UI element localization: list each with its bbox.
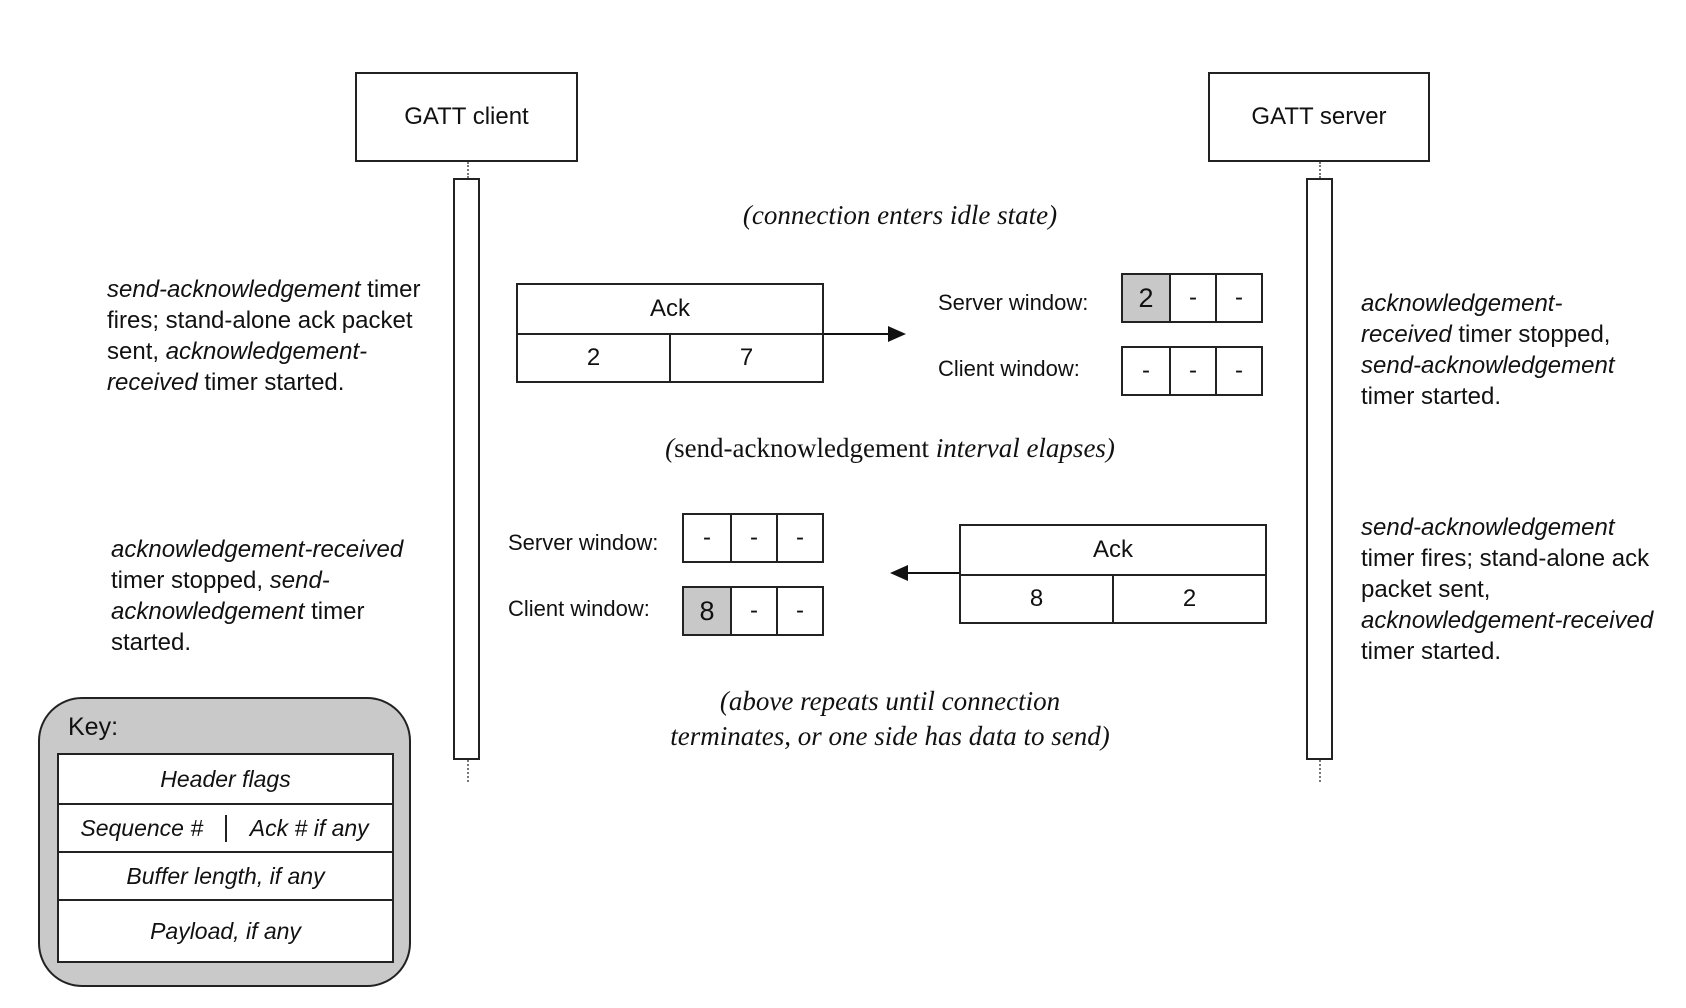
window-cell: - xyxy=(1142,357,1150,384)
key-legend: Key: Header flags Sequence # Ack # if an… xyxy=(38,697,411,987)
key-buffer-length: Buffer length, if any xyxy=(59,851,392,899)
client-window-2: 8 - - xyxy=(682,586,824,636)
client-window-1: - - - xyxy=(1121,346,1263,396)
phase-interval-elapses: (send-acknowledgement interval elapses) xyxy=(665,433,1115,463)
arrow-to-client-line xyxy=(906,572,959,574)
gatt-client-label: GATT client xyxy=(404,103,529,130)
key-ack: Ack # if any xyxy=(224,814,393,842)
server-lifeline-dots-top xyxy=(1319,162,1321,178)
window-cell: - xyxy=(776,515,822,561)
ack-packet-server-to-client: Ack 8 2 xyxy=(959,524,1267,624)
server-note-1: acknowledgement-received timer stopped, … xyxy=(1361,290,1615,410)
client-note-2: acknowledgement-received timer stopped, … xyxy=(111,536,404,656)
server-window-label: Server window: xyxy=(938,290,1089,315)
packet-sequence: 8 xyxy=(1029,585,1044,612)
arrow-to-client-head xyxy=(890,565,908,581)
window-cell: - xyxy=(1215,348,1261,394)
window-cell: - xyxy=(1169,275,1215,321)
gatt-server-actor: GATT server xyxy=(1208,72,1430,162)
server-note-2: send-acknowledgement timer fires; stand-… xyxy=(1361,514,1654,665)
server-lifeline-dots-bottom xyxy=(1319,760,1321,782)
gatt-client-actor: GATT client xyxy=(355,72,578,162)
phase-repeats: (above repeats until connection terminat… xyxy=(670,686,1110,751)
client-window-label: Client window: xyxy=(938,356,1080,381)
window-cell: - xyxy=(1215,275,1261,321)
client-window-label: Client window: xyxy=(508,596,650,621)
ack-packet-client-to-server: Ack 2 7 xyxy=(516,283,824,383)
server-lifeline xyxy=(1306,178,1333,760)
gatt-server-label: GATT server xyxy=(1251,103,1387,130)
arrow-to-server-line xyxy=(824,333,890,335)
server-window-label: Server window: xyxy=(508,530,659,555)
window-cell: - xyxy=(703,524,711,551)
window-cell: 8 xyxy=(684,588,730,634)
packet-ack: 2 xyxy=(1112,576,1265,622)
client-lifeline xyxy=(453,178,480,760)
key-sequence: Sequence # xyxy=(80,814,204,841)
window-cell: - xyxy=(730,588,776,634)
packet-sequence: 2 xyxy=(586,344,601,371)
key-header-flags: Header flags xyxy=(160,765,291,792)
packet-header: Ack xyxy=(518,285,822,335)
server-window-2: - - - xyxy=(682,513,824,563)
packet-ack: 7 xyxy=(669,335,822,381)
phase-idle: (connection enters idle state) xyxy=(742,200,1058,230)
window-cell: - xyxy=(1169,348,1215,394)
client-note-1: send-acknowledgement timer fires; stand-… xyxy=(107,276,421,396)
arrow-to-server-head xyxy=(888,326,906,342)
packet-header: Ack xyxy=(961,526,1265,576)
server-window-1: 2 - - xyxy=(1121,273,1263,323)
window-cell: - xyxy=(730,515,776,561)
client-lifeline-dots-bottom xyxy=(467,760,469,782)
key-sequence-ack-row: Sequence # Ack # if any xyxy=(59,803,392,851)
key-packet-format: Header flags Sequence # Ack # if any Buf… xyxy=(57,753,394,963)
window-cell: - xyxy=(776,588,822,634)
client-lifeline-dots-top xyxy=(467,162,469,178)
key-title: Key: xyxy=(68,713,119,741)
key-payload: Payload, if any xyxy=(59,899,392,961)
window-cell: 2 xyxy=(1123,275,1169,321)
